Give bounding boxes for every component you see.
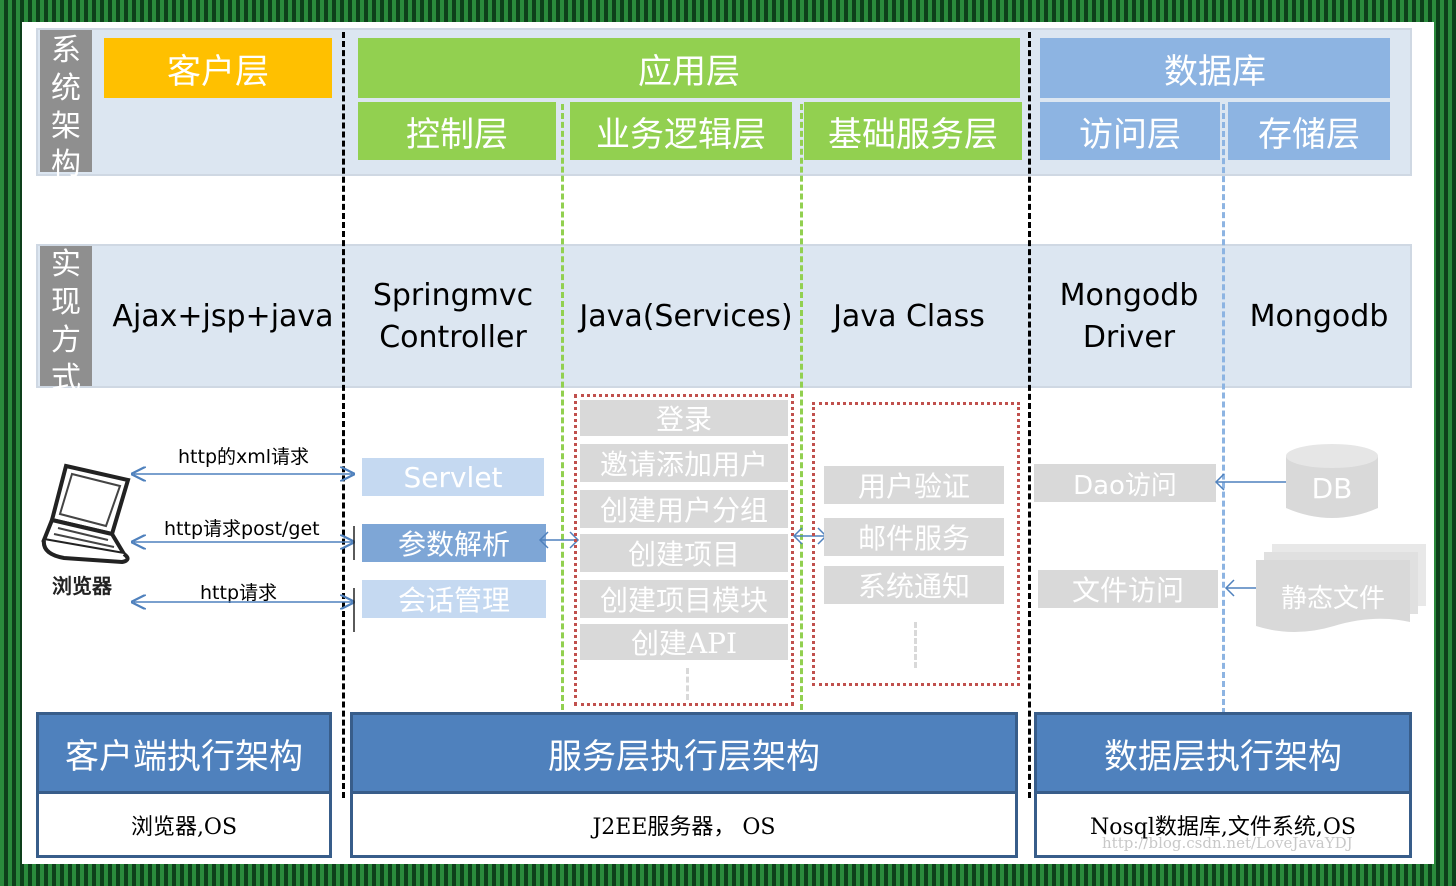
service-item-notify: 系统通知 [824,566,1004,604]
static-files-icon [1256,544,1426,632]
service-item-user-auth: 用户验证 [824,466,1004,504]
implementation-side-label: 实 现 方 式 [40,246,92,396]
divider-control-business [561,104,564,710]
business-items-frame [574,394,794,706]
control-item-servlet: Servlet [362,458,544,496]
architecture-side-label: 系 统 架 构 [40,30,92,182]
side-char: 系 [51,33,81,68]
business-layer-header: 业务逻辑层 [570,102,792,160]
database-layer-header: 数据库 [1040,38,1390,98]
impl-storage: Mongodb [1249,299,1389,334]
impl-client: Ajax+jsp+java [112,299,334,334]
business-item-create-api: 创建API [580,624,788,660]
exec-data-detail: Nosql数据库,文件系统,OS [1034,794,1412,858]
side-char: 构 [51,147,81,182]
storage-item-static-files: 静态文件 [1280,584,1385,614]
exec-server-title: 服务层执行层架构 [350,712,1018,794]
side-char: 现 [51,285,81,320]
service-more-ellipsis [914,622,917,668]
side-char: 式 [51,361,81,396]
divider-server-data [1028,32,1031,798]
divider-business-service [800,104,803,710]
exec-data-title: 数据层执行架构 [1034,712,1412,794]
business-item-create-project: 创建项目 [580,534,788,572]
divider-access-storage [1222,104,1225,714]
impl-base-service: Java Class [833,299,985,334]
access-item-file: 文件访问 [1038,570,1218,608]
application-layer-header: 应用层 [358,38,1020,98]
impl-access: Mongodb Driver [1059,278,1199,355]
control-layer-header: 控制层 [358,102,556,160]
access-layer-header: 访问层 [1040,102,1220,160]
implementation-band [36,244,1412,388]
exec-server-detail: J2EE服务器， OS [350,794,1018,858]
impl-business: Java(Services) [579,299,793,334]
storage-layer-header: 存储层 [1228,102,1390,160]
control-item-param-parse: 参数解析 [362,524,546,562]
business-more-ellipsis [686,668,689,700]
access-item-dao: Dao访问 [1034,464,1216,502]
service-item-mail: 邮件服务 [824,518,1004,556]
watermark: http://blog.csdn.net/LoveJavaYDJ [1102,834,1353,852]
side-char: 架 [51,109,81,144]
request-label-xml: http的xml请求 [178,446,310,468]
exec-client-title: 客户端执行架构 [36,712,332,794]
base-service-layer-header: 基础服务层 [804,102,1022,160]
business-item-login: 登录 [580,400,788,436]
exec-client-detail: 浏览器,OS [36,794,332,858]
business-item-create-module: 创建项目模块 [580,580,788,618]
side-char: 统 [51,71,81,106]
divider-client-server [342,32,345,798]
storage-item-db: DB [1311,472,1353,505]
diagram-canvas: 系 统 架 构 客户层 应用层 数据库 控制层 业务逻辑层 基础服务层 访问层 … [22,22,1434,864]
control-item-session: 会话管理 [362,580,546,618]
client-layer-header: 客户层 [104,38,332,98]
laptop-icon [41,463,131,565]
service-items-frame [812,402,1020,686]
business-item-invite-user: 邀请添加用户 [580,444,788,482]
browser-arrows [122,452,362,632]
side-char: 方 [51,323,81,358]
db-cylinder-icon [1286,444,1378,518]
browser-label: 浏览器 [52,574,112,598]
side-char: 实 [51,247,81,282]
business-item-create-group: 创建用户分组 [580,490,788,528]
control-business-arrow [538,531,580,549]
impl-control: Springmvc Controller [372,278,534,355]
